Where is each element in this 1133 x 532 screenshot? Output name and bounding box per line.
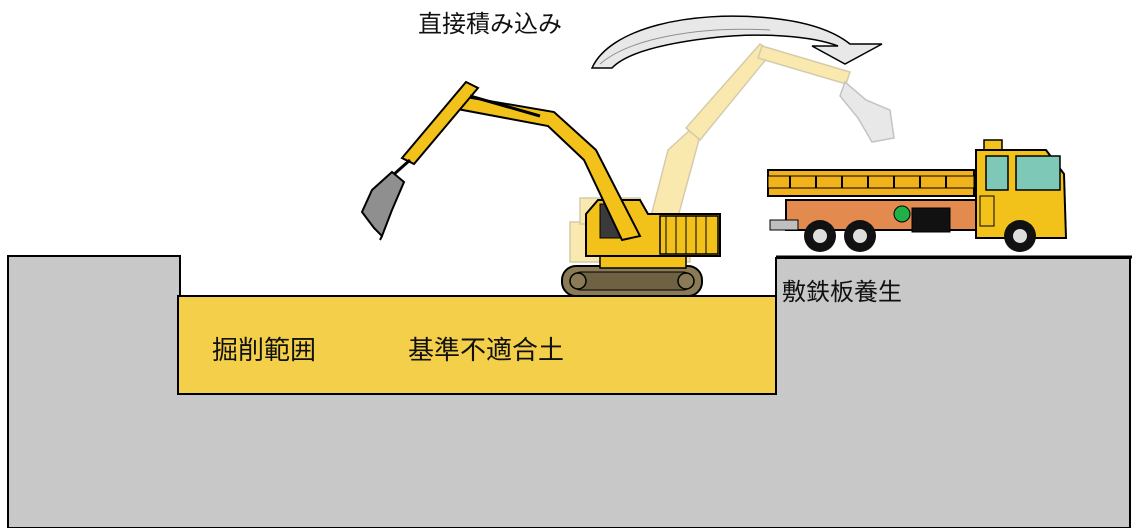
excavation-range-label: 掘削範囲 (212, 336, 317, 366)
curved-arrow-icon (590, 15, 883, 69)
nonconforming-soil-label: 基準不適合土 (408, 336, 565, 366)
excavator-icon (360, 80, 721, 297)
truck-wheels (804, 220, 1036, 252)
dump-truck-icon (767, 139, 1068, 252)
direct-loading-label: 直接積み込み (418, 10, 562, 38)
excavation-area (177, 295, 777, 395)
steel-plate-label: 敷鉄板養生 (782, 278, 902, 306)
